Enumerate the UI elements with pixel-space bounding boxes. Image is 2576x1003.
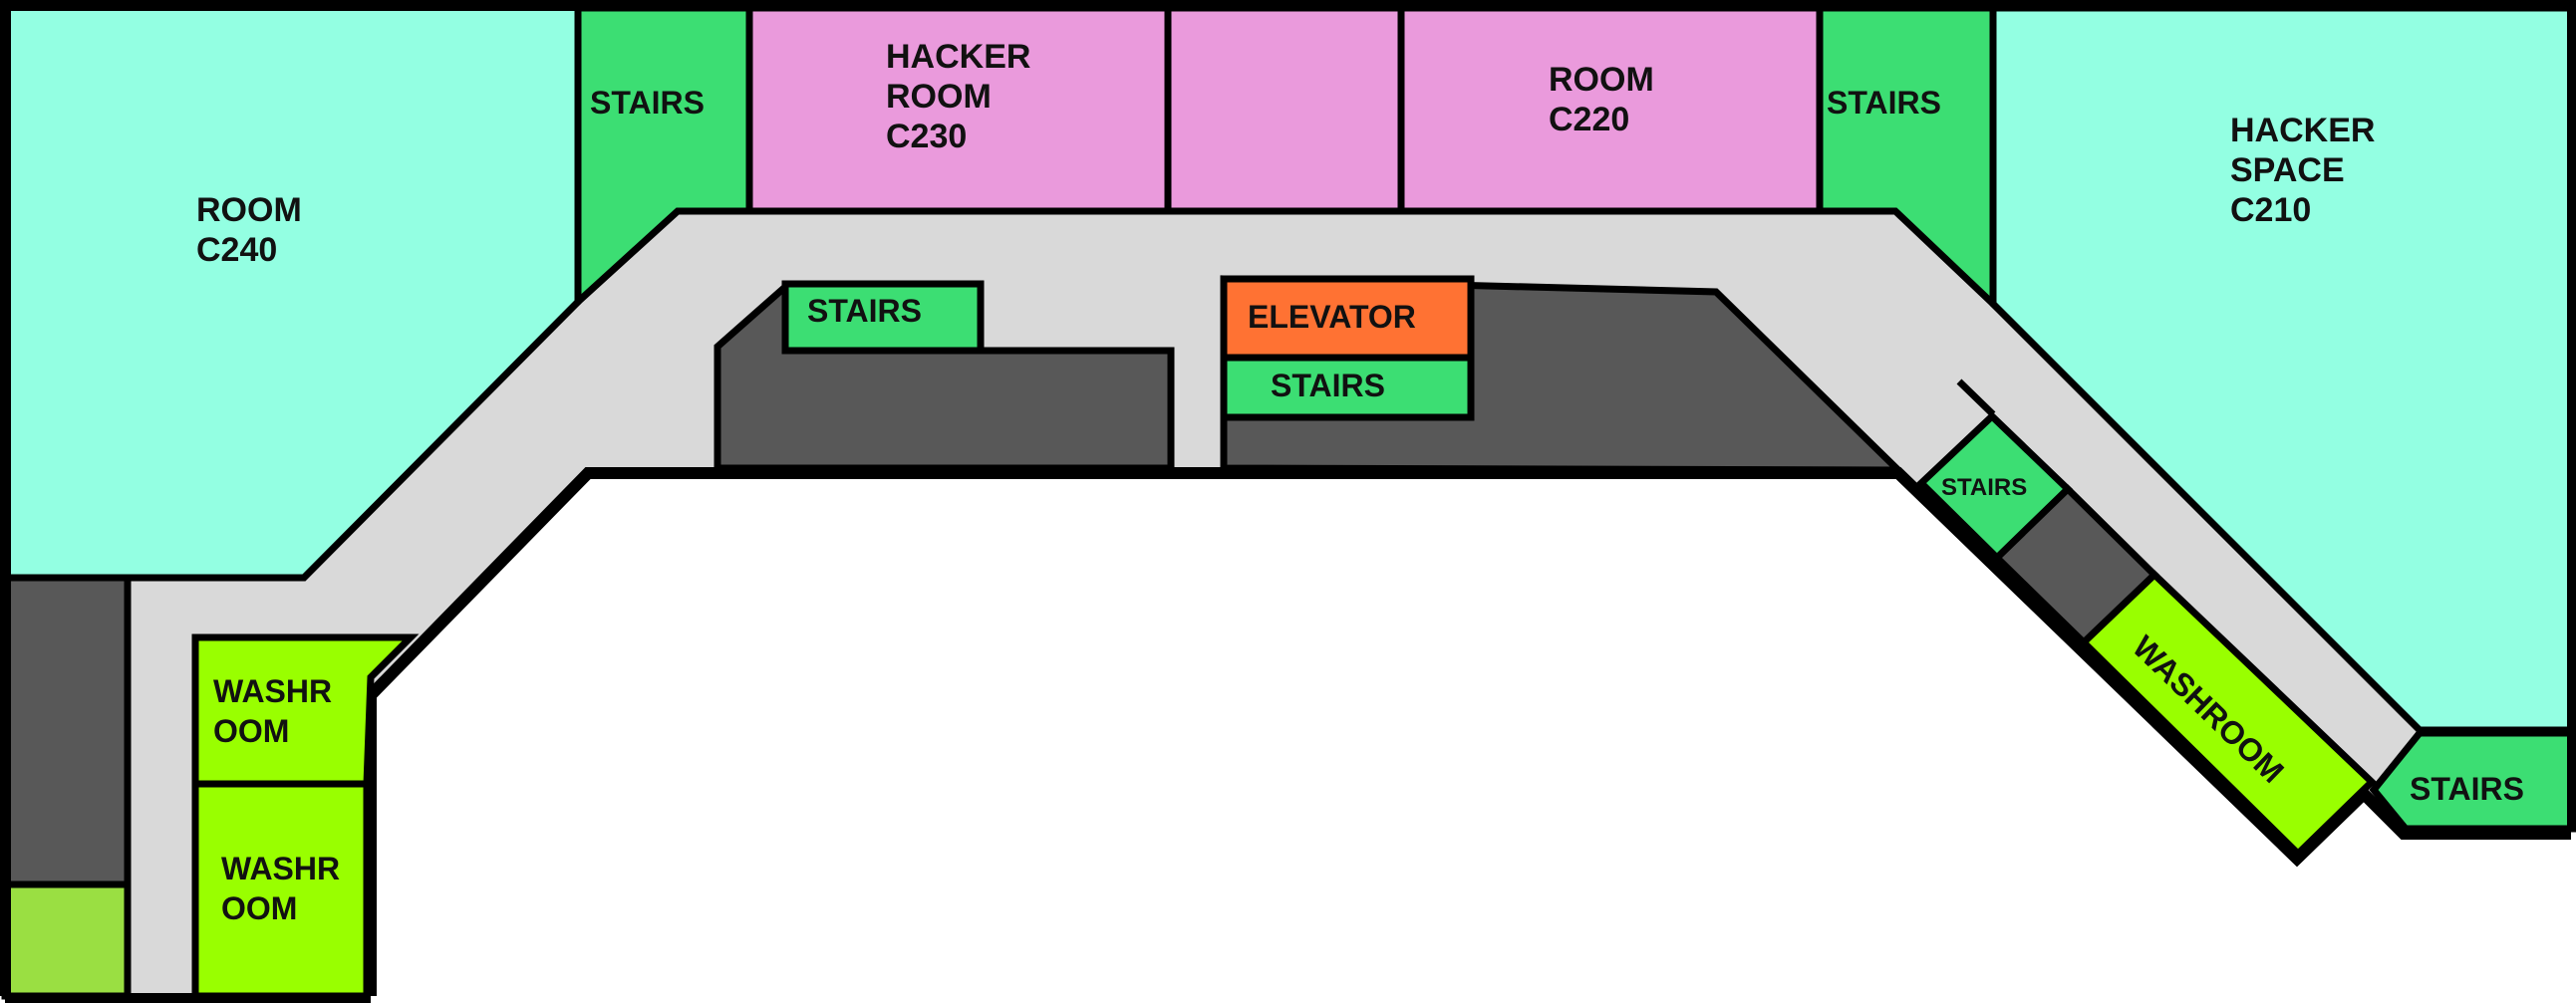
room-unlabeled-pink[interactable]: [1164, 4, 1405, 215]
stairs-elevator-bank[interactable]: [1220, 354, 1475, 421]
storage-left: [1, 880, 132, 1000]
room-c230-label-line3: C230: [886, 118, 967, 155]
stairs-diagonal-label: STAIRS: [1941, 474, 2027, 501]
washroom-left-upper-label: WASHR OOM: [213, 673, 341, 749]
room-c210-label-line1: HACKER: [2230, 112, 2375, 149]
washroom-left-lower-label-line2: OOM: [221, 890, 297, 926]
stairs-bottom-right-label: STAIRS: [2410, 771, 2524, 807]
washroom-left-upper-label-line1: WASHR: [213, 673, 332, 709]
stairs-elevator-bank-label: STAIRS: [1271, 368, 1385, 403]
washroom-right[interactable]: [2078, 570, 2378, 859]
elevator-label: ELEVATOR: [1248, 299, 1416, 335]
stairs-top-right-label: STAIRS: [1827, 85, 1941, 121]
washroom-left-lower-label-line1: WASHR: [221, 851, 340, 886]
room-c230-label-line2: ROOM: [886, 78, 992, 116]
room-c210-label-line3: C210: [2230, 191, 2311, 229]
room-c220-label-line2: C220: [1549, 101, 1629, 138]
room-c240-label-line2: C240: [196, 231, 277, 269]
washroom-left-upper[interactable]: [191, 633, 420, 788]
room-c220-label-line1: ROOM: [1549, 61, 1654, 99]
room-c230-label-line1: HACKER: [886, 38, 1030, 76]
room-c230[interactable]: [745, 4, 1172, 215]
stairs-top-left-label: STAIRS: [590, 85, 705, 121]
corridor: [5, 5, 2571, 996]
wall-stub: [1956, 378, 1996, 417]
stairs-middle-left-label: STAIRS: [807, 293, 922, 329]
washroom-left-lower[interactable]: [191, 780, 371, 1000]
stairs-middle-left[interactable]: [781, 280, 985, 355]
service-block-left: [1, 574, 132, 888]
room-c230-label: HACKER ROOM C230: [886, 38, 1040, 155]
washroom-left-upper-label-line2: OOM: [213, 713, 289, 749]
room-c210-label-line2: SPACE: [2230, 151, 2345, 189]
washroom-left-lower-label: WASHR OOM: [221, 851, 349, 926]
inner-wall: [365, 467, 2571, 996]
room-c210-label: HACKER SPACE C210: [2230, 112, 2385, 229]
room-c240-label: ROOM C240: [196, 191, 311, 269]
room-c220-label: ROOM C220: [1549, 61, 1663, 138]
room-c240-label-line1: ROOM: [196, 191, 302, 229]
